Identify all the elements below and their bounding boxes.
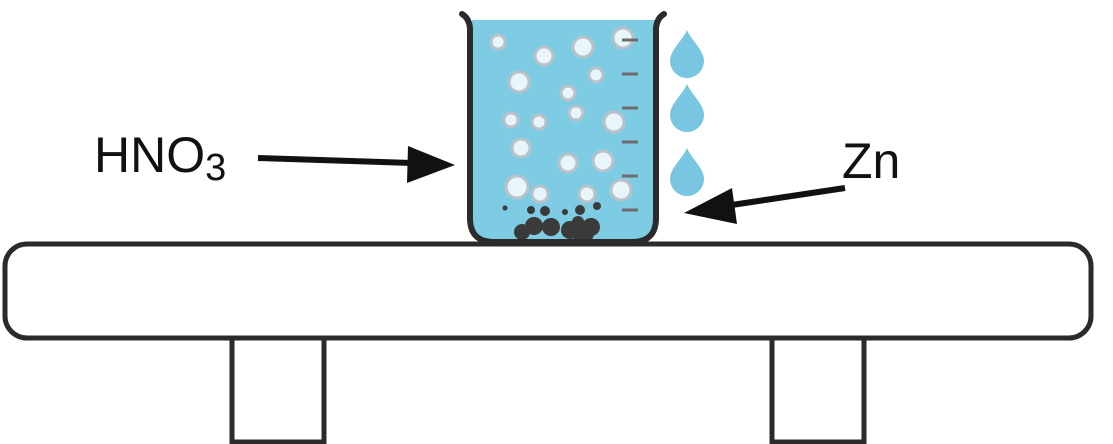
- bubble-icon: [567, 104, 585, 122]
- bubble-icon: [587, 66, 605, 84]
- zinc-particle-icon: [527, 206, 535, 214]
- bubble-icon: [571, 35, 595, 59]
- bubble-icon: [533, 45, 555, 67]
- arrow-acid-icon: [257, 146, 455, 183]
- bubble-icon: [502, 111, 520, 129]
- bubble-icon: [530, 113, 548, 131]
- zinc-particle-icon: [593, 202, 601, 210]
- bubble-icon: [602, 110, 626, 134]
- droplet-icon: [670, 84, 704, 132]
- zinc-particle-icon: [542, 218, 560, 236]
- zinc-particle-icon: [562, 209, 568, 215]
- beaker-outline: [459, 11, 667, 245]
- zinc-particle-icon: [572, 216, 584, 228]
- zinc-particle-icon: [525, 217, 543, 235]
- bubble-icon: [609, 178, 633, 202]
- bubble-icon: [559, 84, 577, 102]
- graduation-marks: [622, 38, 638, 212]
- bubble-icon: [591, 149, 615, 173]
- table-leg-right: [769, 335, 867, 444]
- acid-label: HNO3: [94, 127, 226, 189]
- droplet-icon: [670, 30, 704, 78]
- bubbles: [489, 26, 635, 204]
- zinc-particle-icon: [575, 205, 585, 215]
- acid-label-main: HNO: [94, 127, 205, 183]
- bubble-icon: [611, 26, 635, 50]
- bubble-icon: [510, 137, 532, 159]
- bubble-icon: [504, 174, 530, 200]
- bubble-icon: [557, 152, 579, 174]
- bubble-icon: [577, 184, 597, 204]
- zinc-particle-icon: [540, 206, 550, 216]
- beaker-icon: [459, 11, 667, 245]
- zinc-particles: [502, 202, 601, 244]
- table-top: [2, 241, 1094, 341]
- table-leg-left: [229, 335, 327, 444]
- arrow-zinc-icon: [684, 185, 846, 224]
- table: [2, 241, 1094, 444]
- droplets: [670, 30, 704, 196]
- droplet-icon: [670, 148, 704, 196]
- bubble-icon: [507, 70, 531, 94]
- bubble-icon: [489, 33, 507, 51]
- zinc-particle-icon: [582, 218, 600, 236]
- metal-label: Zn: [842, 133, 900, 189]
- acid-label-subscript: 3: [205, 147, 226, 189]
- zinc-particle-icon: [502, 205, 508, 211]
- bubble-icon: [530, 184, 550, 204]
